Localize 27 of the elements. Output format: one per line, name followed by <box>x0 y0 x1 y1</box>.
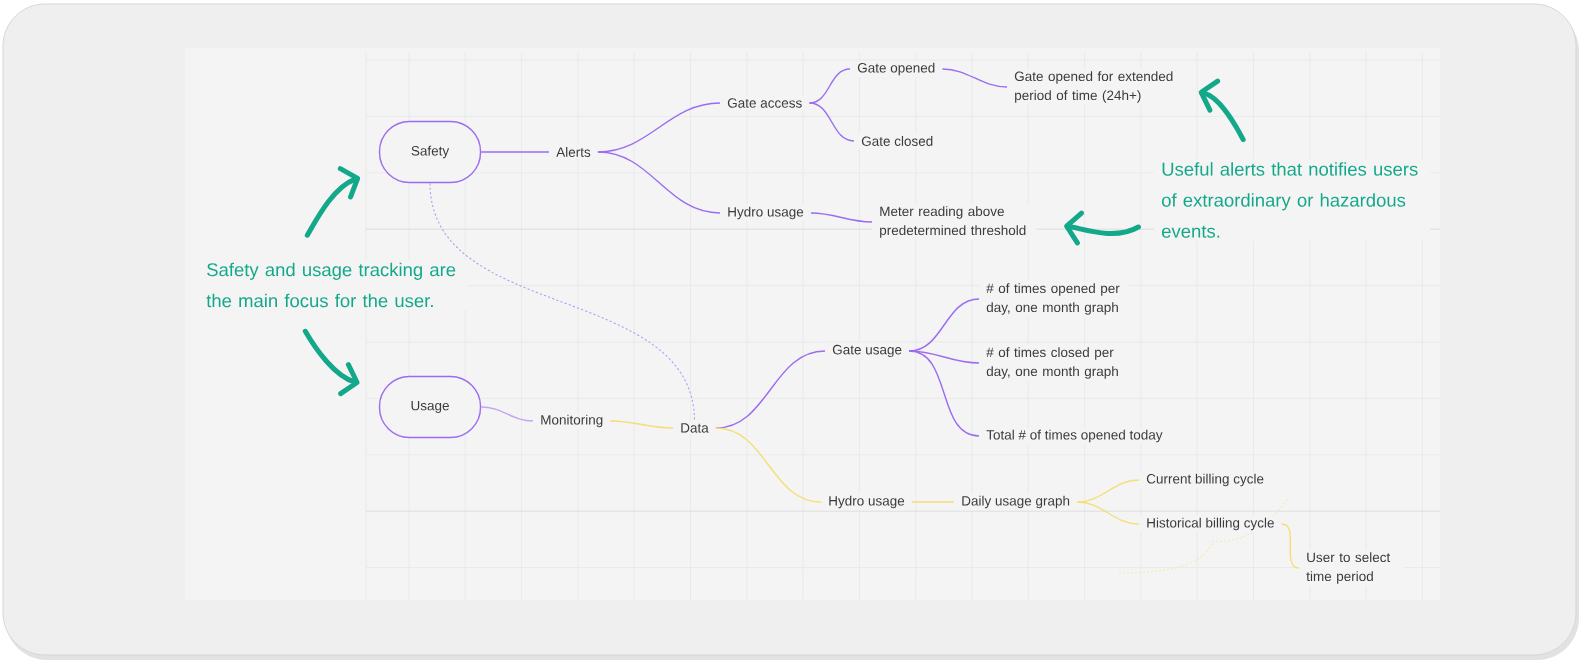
connector <box>480 151 550 153</box>
branch-label: # of times opened per day, one month graph <box>979 281 1130 317</box>
connector <box>941 68 1008 88</box>
branch-label: # of times closed per day, one month graph <box>979 345 1130 381</box>
connector <box>715 350 826 429</box>
connector <box>911 501 955 503</box>
connector <box>808 102 855 142</box>
curved-arrow <box>1064 210 1141 246</box>
annotation-text: Safety and usage tracking are the main focus for the user. <box>199 259 469 311</box>
annotation-text: Useful alerts that notifies users of extraordinary or hazardous events. <box>1154 159 1431 241</box>
branch-label: Alerts <box>549 145 598 159</box>
connector <box>1076 501 1140 525</box>
branch-label: Gate closed <box>854 134 941 148</box>
connector <box>908 350 980 437</box>
branch-label: User to select time period <box>1299 550 1404 586</box>
branch-label: Meter reading above predetermined threshold <box>872 204 1037 240</box>
connector <box>609 420 674 429</box>
connector <box>597 151 721 214</box>
branch-label: Gate opened for extended period of time (24h+) <box>1007 69 1182 105</box>
branch-label: Data <box>673 421 716 435</box>
connector <box>1076 479 1140 503</box>
connector <box>715 427 822 503</box>
connector <box>810 212 873 223</box>
dotted-connector <box>429 182 695 422</box>
connector <box>480 406 534 422</box>
connector <box>1281 523 1300 569</box>
branch-label: Gate access <box>720 96 810 110</box>
